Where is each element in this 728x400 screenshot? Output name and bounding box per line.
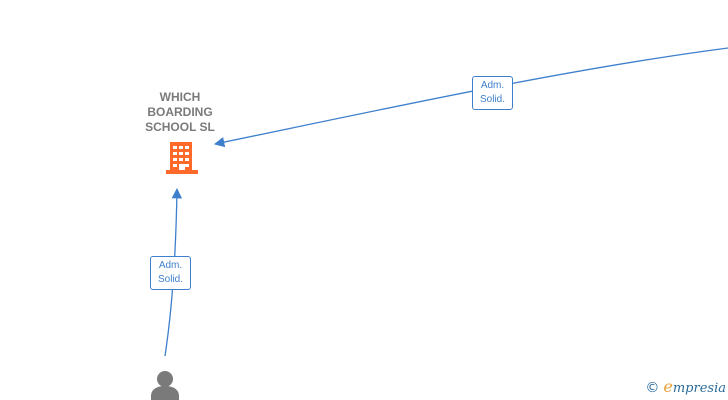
edge-line-from-right [213,47,728,148]
watermark-initial: e [663,377,673,396]
edge-label-line1: Adm. [480,80,505,91]
edge-label-from-person: Adm. Solid. [150,256,191,290]
edge-label-line2: Solid. [479,94,505,105]
watermark-text: mpresia [672,381,726,396]
building-icon[interactable] [166,142,198,174]
edge-label-line2: Solid. [157,274,183,285]
edge-label-line1: Adm. [158,260,183,271]
company-name[interactable]: WHICH BOARDING SCHOOL SL [145,90,215,134]
person-icon[interactable] [151,371,179,400]
edge-label-from-right: Adm. Solid. [472,76,513,110]
copyright-symbol: © [645,380,660,396]
empresia-watermark: ©empresia [645,377,726,396]
